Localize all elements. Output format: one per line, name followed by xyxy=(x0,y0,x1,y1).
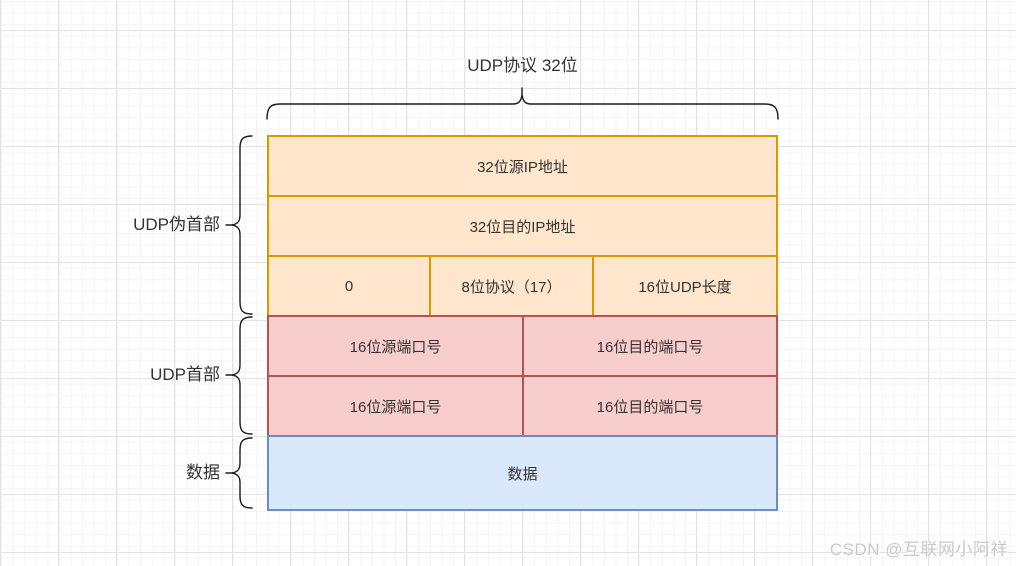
cell-zero: 0 xyxy=(267,255,431,317)
table-row-ports-2: 16位源端口号 16位目的端口号 xyxy=(267,375,778,437)
table-row-ports-1: 16位源端口号 16位目的端口号 xyxy=(267,315,778,377)
cell-dest-port-2: 16位目的端口号 xyxy=(522,375,778,437)
cell-data: 数据 xyxy=(267,435,778,511)
table-row-dest-ip: 32位目的IP地址 xyxy=(267,195,778,257)
cell-dest-ip-address: 32位目的IP地址 xyxy=(267,195,778,257)
cell-dest-port-1: 16位目的端口号 xyxy=(522,315,778,377)
table-row-protocol-length: 0 8位协议（17） 16位UDP长度 xyxy=(267,255,778,317)
cell-source-ip-address: 32位源IP地址 xyxy=(267,135,778,197)
label-data: 数据 xyxy=(186,463,220,482)
label-udp-pseudo-header: UDP伪首部 xyxy=(133,215,220,234)
label-udp-header: UDP首部 xyxy=(150,365,220,384)
udp-header-brace xyxy=(225,316,253,435)
top-brace xyxy=(266,87,779,120)
data-brace xyxy=(225,437,253,509)
watermark: CSDN @互联网小阿祥 xyxy=(829,540,1008,559)
cell-source-port-1: 16位源端口号 xyxy=(267,315,524,377)
table-row-source-ip: 32位源IP地址 xyxy=(267,135,778,197)
cell-protocol: 8位协议（17） xyxy=(429,255,594,317)
udp-packet-table: 32位源IP地址 32位目的IP地址 0 8位协议（17） 16位UDP长度 1… xyxy=(267,135,778,511)
diagram-title: UDP协议 32位 xyxy=(467,56,578,75)
pseudo-header-brace xyxy=(225,135,253,315)
cell-source-port-2: 16位源端口号 xyxy=(267,375,524,437)
cell-udp-length: 16位UDP长度 xyxy=(592,255,778,317)
table-row-data: 数据 xyxy=(267,435,778,511)
